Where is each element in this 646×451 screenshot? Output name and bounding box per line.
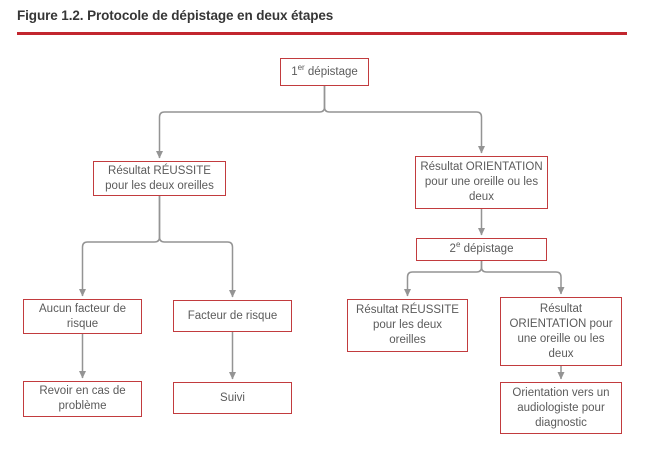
connector-pass1-to-norisk (79, 196, 161, 297)
node-follow-up-label: Suivi (220, 391, 245, 404)
node-risk-factor-label: Facteur de risque (187, 309, 278, 322)
node-refer-one-or-both-ears-step2: Résultat ORIENTATION pour une oreille ou… (500, 297, 622, 366)
node-audiologist-referral-label: Orientation vers un audiologiste pour di… (512, 386, 610, 429)
figure-title: Figure 1.2. Protocole de dépistage en de… (17, 8, 334, 23)
node-refer-one-or-both-ears: Résultat ORIENTATION pour une oreille ou… (415, 156, 548, 209)
node-first-screening: 1er dépistage (280, 58, 369, 86)
node-refer-one-or-both-ears-label: Résultat ORIENTATION pour une oreille ou… (420, 161, 543, 203)
node-pass-both-ears-label: Résultat RÉUSSITE pour les deux oreilles (105, 164, 214, 192)
connector-step1-to-pass1 (156, 86, 326, 159)
node-second-screening: 2e dépistage (416, 238, 547, 261)
title-rule-divider (17, 32, 627, 35)
node-refer-one-or-both-ears-step2-label: Résultat ORIENTATION pour une oreille ou… (509, 302, 613, 360)
node-review-if-problem-label: Revoir en cas de problème (39, 385, 126, 412)
node-pass-both-ears-step2-label: Résultat RÉUSSITE pour les deux oreilles (356, 304, 459, 346)
node-pass-both-ears-step2: Résultat RÉUSSITE pour les deux oreilles (347, 299, 468, 352)
node-no-risk-factor: Aucun facteur de risque (23, 299, 142, 334)
node-first-screening-label: 1er dépistage (291, 62, 358, 78)
node-second-screening-label: 2e dépistage (449, 240, 514, 255)
node-risk-factor: Facteur de risque (173, 300, 292, 332)
connector-pass1-to-risk (158, 196, 236, 298)
connector-step2-to-pass2 (404, 261, 483, 297)
node-follow-up: Suivi (173, 382, 292, 414)
node-pass-both-ears: Résultat RÉUSSITE pour les deux oreilles (93, 161, 226, 196)
node-audiologist-referral: Orientation vers un audiologiste pour di… (500, 382, 622, 434)
connector-step2-to-refer2 (480, 261, 565, 295)
node-no-risk-factor-label: Aucun facteur de risque (39, 302, 126, 330)
connector-step1-to-refer1 (323, 86, 485, 154)
node-review-if-problem: Revoir en cas de problème (23, 381, 142, 417)
